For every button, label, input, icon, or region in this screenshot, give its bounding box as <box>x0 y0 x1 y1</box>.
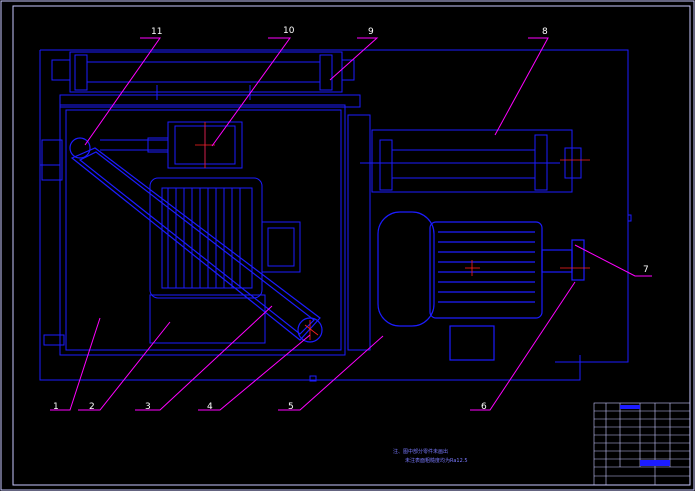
base-frame <box>39 49 632 382</box>
callout-6: 6 <box>481 402 487 412</box>
callout-9: 9 <box>368 27 374 37</box>
reducer <box>100 121 243 169</box>
callout-1: 1 <box>53 402 59 412</box>
note-line-1: 注、图中部分零件未画出 <box>393 448 448 455</box>
upper-rollers <box>51 51 361 108</box>
callout-10: 10 <box>283 26 295 36</box>
callout-8: 8 <box>542 27 548 37</box>
title-block <box>593 402 691 486</box>
callout-labels: 1 2 3 4 5 6 7 8 9 10 11 <box>53 26 649 412</box>
leader-lines <box>50 37 652 411</box>
inner-frame <box>12 5 691 486</box>
enclosure <box>41 104 371 356</box>
callout-3: 3 <box>145 402 151 412</box>
right-motor <box>377 211 585 361</box>
callout-7: 7 <box>643 265 649 275</box>
technical-notes: 注、图中部分零件未画出 未注表面粗糙度均为Ra12.5 <box>393 448 468 464</box>
right-roller <box>360 129 582 193</box>
note-line-2: 未注表面粗糙度均为Ra12.5 <box>405 457 468 464</box>
inclined-belt <box>69 137 323 343</box>
callout-5: 5 <box>288 402 294 412</box>
center-marks <box>195 122 590 340</box>
callout-11: 11 <box>151 27 162 37</box>
callout-4: 4 <box>207 402 213 412</box>
left-motor <box>149 177 301 344</box>
callout-2: 2 <box>89 402 95 412</box>
